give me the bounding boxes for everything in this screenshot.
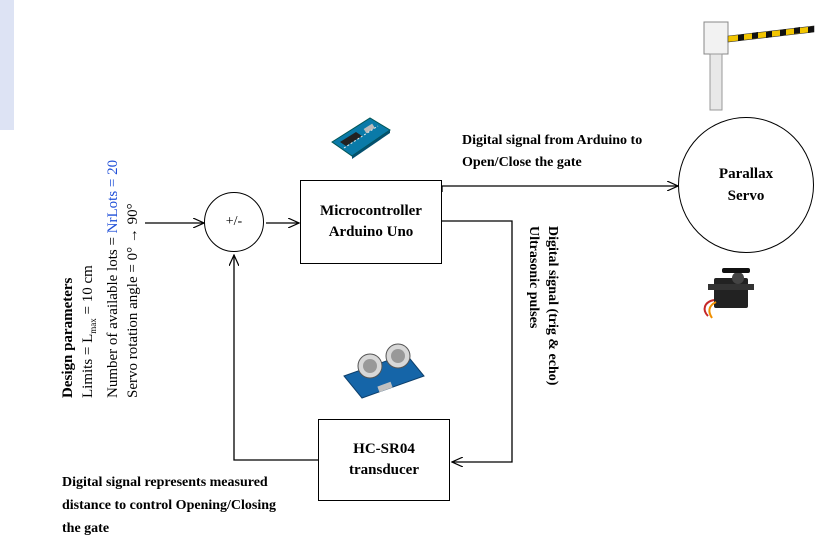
arrow-feedback (234, 255, 318, 461)
summing-junction: +/- (204, 192, 264, 252)
microcontroller-line2: Arduino Uno (328, 224, 414, 240)
servo-node: Parallax Servo (678, 117, 814, 253)
sidebar-accent (0, 0, 14, 130)
servo-motor-image (703, 268, 754, 319)
signal-bottom-label: Digital signal represents measured dista… (62, 471, 276, 540)
arduino-board-image (331, 117, 391, 159)
signal-top-line1: Digital signal from Arduino to (462, 133, 643, 148)
microcontroller-box: Microcontroller Arduino Uno (300, 180, 442, 264)
summing-label: +/- (225, 214, 243, 229)
microcontroller-line1: Microcontroller (320, 203, 422, 219)
signal-bottom-line2: distance to control Opening/Closing (62, 498, 277, 513)
design-servo: Servo rotation angle = 0° → 90° (125, 203, 141, 398)
design-lots: Number of available lots = NrLots = 20 (105, 159, 121, 398)
servo-line1: Parallax (718, 166, 774, 182)
transducer-line2: transducer (349, 462, 419, 478)
design-parameters: Design parameters Limits = Lmax = 10 cm … (58, 160, 143, 398)
signal-top-label: Digital signal from Arduino to Open/Clos… (462, 130, 642, 174)
signal-bottom-line3: the gate (62, 521, 110, 536)
nrlots-value: NrLots = 20 (105, 159, 121, 234)
parking-gate-image (703, 21, 815, 111)
ultrasonic-sensor-image (343, 343, 425, 399)
signal-top-line2: Open/Close the gate (462, 155, 582, 170)
arrow-to-servo (441, 186, 678, 192)
signal-right-label: Digital signal (trig & echo) Ultrasonic … (524, 226, 562, 385)
design-heading: Design parameters (60, 277, 76, 398)
servo-line2: Servo (727, 188, 765, 204)
transducer-box: HC-SR04 transducer (318, 419, 450, 501)
signal-right-line1: Digital signal (trig & echo) (545, 226, 560, 386)
arrow-to-transducer (442, 220, 513, 462)
design-limits: Limits = Lmax = 10 cm (80, 265, 98, 398)
transducer-line1: HC-SR04 (353, 441, 415, 457)
signal-bottom-line1: Digital signal represents measured (62, 475, 268, 490)
signal-right-line2: Ultrasonic pulses (526, 226, 541, 329)
